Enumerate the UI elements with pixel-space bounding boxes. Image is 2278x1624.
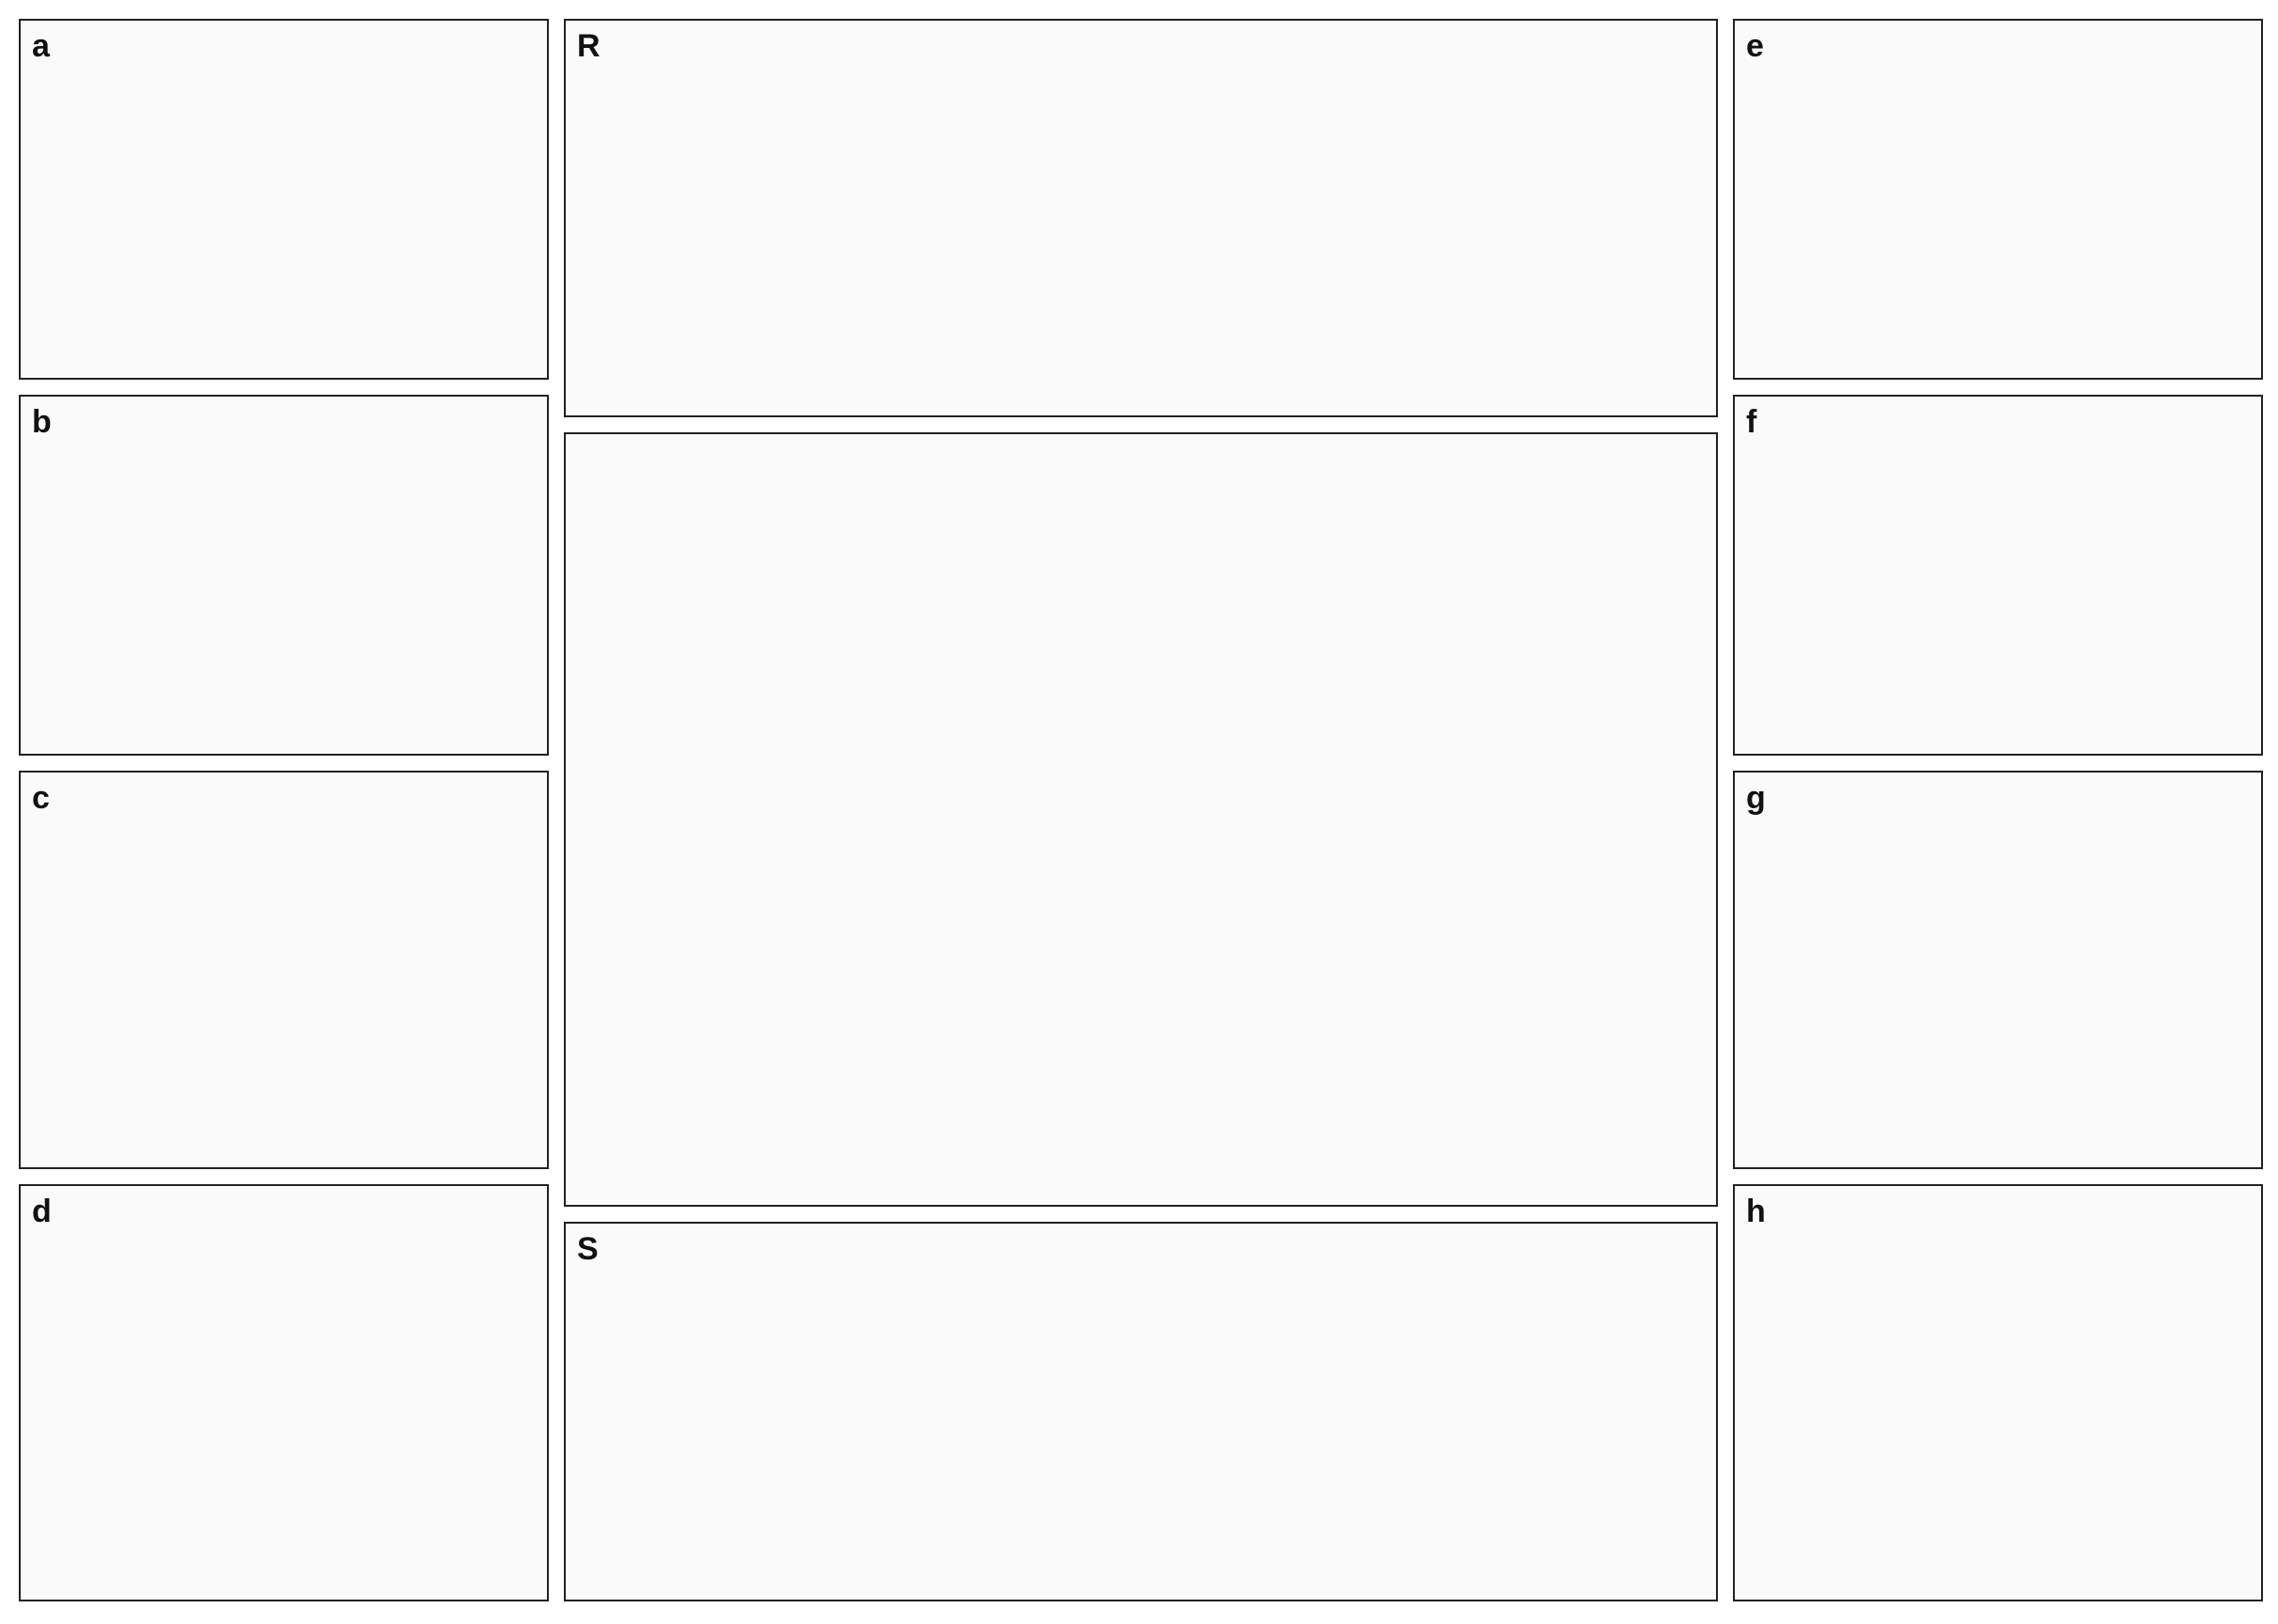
panel-label: c [32,780,50,816]
main-assembly-panel [564,432,1718,1207]
detail-panel-h: h [1733,1184,2263,1601]
detail-panel-d: d [19,1184,549,1601]
view-label: S [577,1231,599,1267]
panel-label: g [1746,780,1766,816]
panel-label: d [32,1194,52,1229]
detail-panel-g: g [1733,771,2263,1169]
detail-panel-b: b [19,395,549,756]
panel-label: f [1746,404,1757,440]
detail-panel-e: e [1733,19,2263,380]
view-s-panel: S [564,1222,1718,1601]
detail-panel-a: a [19,19,549,380]
panel-label: b [32,404,52,440]
detail-panel-c: c [19,771,549,1169]
panel-label: e [1746,28,1764,64]
panel-label: a [32,28,50,64]
view-label: R [577,28,601,64]
view-r-panel: R [564,19,1718,417]
detail-panel-f: f [1733,395,2263,756]
panel-label: h [1746,1194,1766,1229]
